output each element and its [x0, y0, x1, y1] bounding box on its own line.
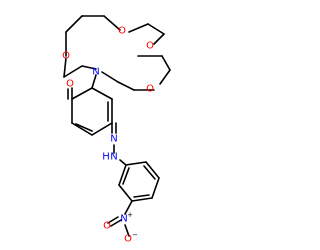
ketone-oxygen: O — [66, 79, 74, 90]
bond — [118, 164, 127, 186]
nitro-oxygen-charge: − — [132, 231, 138, 239]
bond — [91, 74, 97, 89]
bond-lines — [63, 15, 171, 237]
bond — [143, 165, 156, 180]
bond — [107, 216, 119, 224]
bond — [71, 122, 93, 136]
bond — [159, 69, 171, 85]
crown-oxygen-2: O — [118, 26, 126, 37]
bond — [110, 219, 122, 227]
bond — [128, 23, 149, 33]
bond — [145, 161, 160, 179]
bond — [133, 194, 150, 198]
bond — [151, 177, 160, 199]
crown-oxygen-1: O — [62, 51, 70, 62]
bond — [124, 224, 130, 237]
nitro-oxygen-single: O — [124, 234, 132, 245]
bond — [63, 57, 67, 78]
bond — [153, 33, 165, 45]
bond — [131, 197, 153, 202]
bond — [63, 65, 83, 78]
nitro-nitrogen-charge: + — [127, 211, 133, 219]
bond — [147, 23, 165, 35]
atom-labels: O O O O N O N N H N + O O − — [62, 26, 154, 245]
nitro-nitrogen: N — [120, 214, 127, 225]
bond — [119, 159, 127, 166]
bond — [91, 122, 113, 136]
bond — [65, 15, 83, 33]
bond — [71, 87, 93, 100]
bond — [125, 161, 147, 166]
hydrazine-hydrogen: H — [102, 152, 110, 163]
bond — [122, 167, 130, 185]
crown-oxygen-3: O — [146, 41, 154, 52]
bond — [81, 65, 97, 70]
nitro-oxygen-double: O — [103, 221, 111, 232]
bond — [103, 15, 121, 31]
background — [0, 0, 250, 250]
bond — [124, 200, 133, 215]
bond — [75, 123, 93, 132]
bond — [161, 55, 171, 71]
bond — [117, 81, 135, 91]
imine-nitrogen: N — [110, 134, 117, 145]
bond — [101, 71, 119, 83]
crown-oxygen-4: O — [146, 84, 154, 95]
bond — [118, 184, 133, 202]
bond — [91, 87, 113, 100]
chemical-structure-diagram: O O O O N O N N H N + O O − — [0, 0, 250, 250]
crown-nitrogen: N — [92, 67, 99, 78]
hydrazine-nitrogen: N — [110, 152, 117, 163]
